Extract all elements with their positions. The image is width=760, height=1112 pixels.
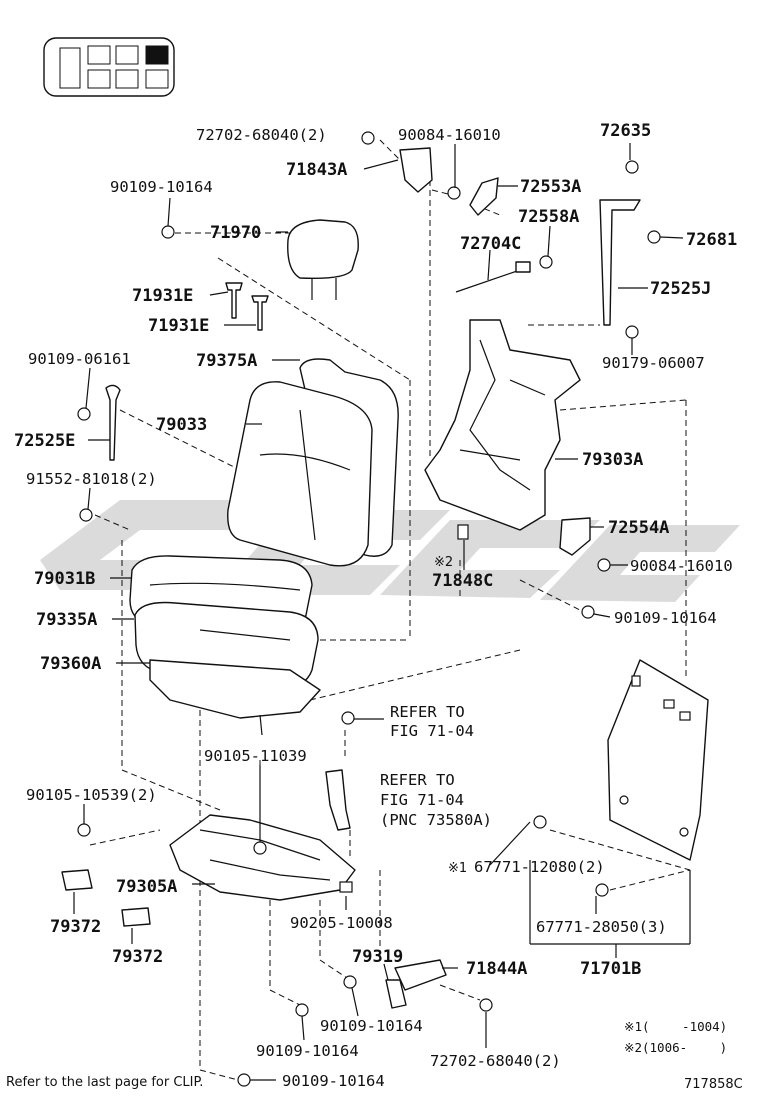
seat-location-icon bbox=[43, 37, 175, 97]
label-refer2-c: (PNC 73580A) bbox=[380, 811, 492, 829]
cover-71844A bbox=[394, 959, 447, 991]
label-72525J: 72525J bbox=[650, 279, 711, 299]
label-90084-top: 90084-16010 bbox=[398, 126, 501, 144]
grommet-90205 bbox=[339, 881, 353, 893]
label-note2-a: ※2 bbox=[434, 555, 453, 570]
label-90105-10539: 90105-10539(2) bbox=[26, 786, 157, 804]
label-90179-06007: 90179-06007 bbox=[602, 354, 705, 372]
label-refer2-b: FIG 71-04 bbox=[380, 791, 464, 809]
label-79372-b: 79372 bbox=[112, 947, 163, 967]
label-79335A: 79335A bbox=[36, 610, 97, 630]
highlighted-seat bbox=[145, 45, 169, 65]
diagram-code: 717858C bbox=[684, 1077, 743, 1092]
cap-79372-a bbox=[61, 869, 93, 891]
label-90109-10164-e: 90109-10164 bbox=[282, 1072, 385, 1090]
fasteners bbox=[77, 131, 661, 1087]
label-71931E-a: 71931E bbox=[132, 286, 193, 306]
leader-lines bbox=[73, 143, 691, 1081]
cap-79372-b bbox=[121, 907, 151, 927]
label-90109-10164-c: 90109-10164 bbox=[320, 1017, 423, 1035]
label-refer1-a: REFER TO bbox=[390, 703, 465, 721]
bracket-72554A bbox=[559, 517, 591, 556]
label-71701B: 71701B bbox=[580, 959, 641, 979]
seatback-pad bbox=[227, 381, 373, 567]
label-72554A: 72554A bbox=[608, 518, 669, 538]
bracket-72553A bbox=[469, 177, 499, 216]
headrest-supports bbox=[225, 282, 269, 331]
note2-range: ※2(1006- ) bbox=[624, 1040, 727, 1055]
cable-72704C bbox=[455, 269, 521, 293]
label-79372-a: 79372 bbox=[50, 917, 101, 937]
label-72558A: 72558A bbox=[518, 207, 579, 227]
label-79305A: 79305A bbox=[116, 877, 177, 897]
seat-cushion-frame bbox=[149, 659, 321, 736]
seatback-board bbox=[607, 659, 709, 861]
label-72525E: 72525E bbox=[14, 431, 75, 451]
label-refer2-a: REFER TO bbox=[380, 771, 455, 789]
cover-79319 bbox=[385, 979, 407, 1009]
label-90109-10164-d: 90109-10164 bbox=[256, 1042, 359, 1060]
label-79033: 79033 bbox=[156, 415, 207, 435]
bracket-parts bbox=[61, 147, 641, 1009]
belt-buckle bbox=[325, 769, 351, 831]
label-79303A: 79303A bbox=[582, 450, 643, 470]
label-refer1-b: FIG 71-04 bbox=[390, 722, 474, 740]
assembly-guide-lines bbox=[89, 139, 691, 1081]
seat-track-frame bbox=[169, 814, 356, 901]
belt-anchor-72525E bbox=[105, 384, 121, 461]
label-71844A: 71844A bbox=[466, 959, 527, 979]
label-90105-11039: 90105-11039 bbox=[204, 747, 307, 765]
label-72702-top: 72702-68040(2) bbox=[196, 126, 327, 144]
note1-range: ※1( -1004) bbox=[624, 1019, 727, 1034]
label-72681: 72681 bbox=[686, 230, 737, 250]
label-90084-mid: 90084-16010 bbox=[630, 557, 733, 575]
label-72635: 72635 bbox=[600, 121, 651, 141]
label-72553A: 72553A bbox=[520, 177, 581, 197]
bracket-71843A bbox=[399, 147, 433, 193]
label-67771-28050: 67771-28050(3) bbox=[536, 918, 667, 936]
clip-71848C bbox=[457, 524, 469, 540]
label-67771-12080: 67771-12080(2) bbox=[474, 858, 605, 876]
label-79031B: 79031B bbox=[34, 569, 95, 589]
seatback-frame bbox=[424, 319, 581, 531]
label-79375A: 79375A bbox=[196, 351, 257, 371]
footer-note: Refer to the last page for CLIP. bbox=[6, 1075, 203, 1090]
label-79360A: 79360A bbox=[40, 654, 101, 674]
label-71970: 71970 bbox=[210, 223, 261, 243]
part-labels: 72702-68040(2) 90084-16010 72635 71843A … bbox=[6, 121, 743, 1092]
headrest bbox=[287, 219, 359, 300]
label-90109-10164-a: 90109-10164 bbox=[110, 178, 213, 196]
label-71931E-b: 71931E bbox=[148, 316, 209, 336]
label-note1-a: ※1 bbox=[448, 861, 467, 876]
label-90109-06161: 90109-06161 bbox=[28, 350, 131, 368]
strap-72525J bbox=[599, 199, 641, 326]
label-90205: 90205-10008 bbox=[290, 914, 393, 932]
label-72704C: 72704C bbox=[460, 234, 521, 254]
label-91552: 91552-81018(2) bbox=[26, 470, 157, 488]
label-71843A: 71843A bbox=[286, 160, 347, 180]
label-72702-bottom: 72702-68040(2) bbox=[430, 1052, 561, 1070]
label-71848C: 71848C bbox=[432, 571, 493, 591]
label-79319: 79319 bbox=[352, 947, 403, 967]
label-90109-10164-b: 90109-10164 bbox=[614, 609, 717, 627]
